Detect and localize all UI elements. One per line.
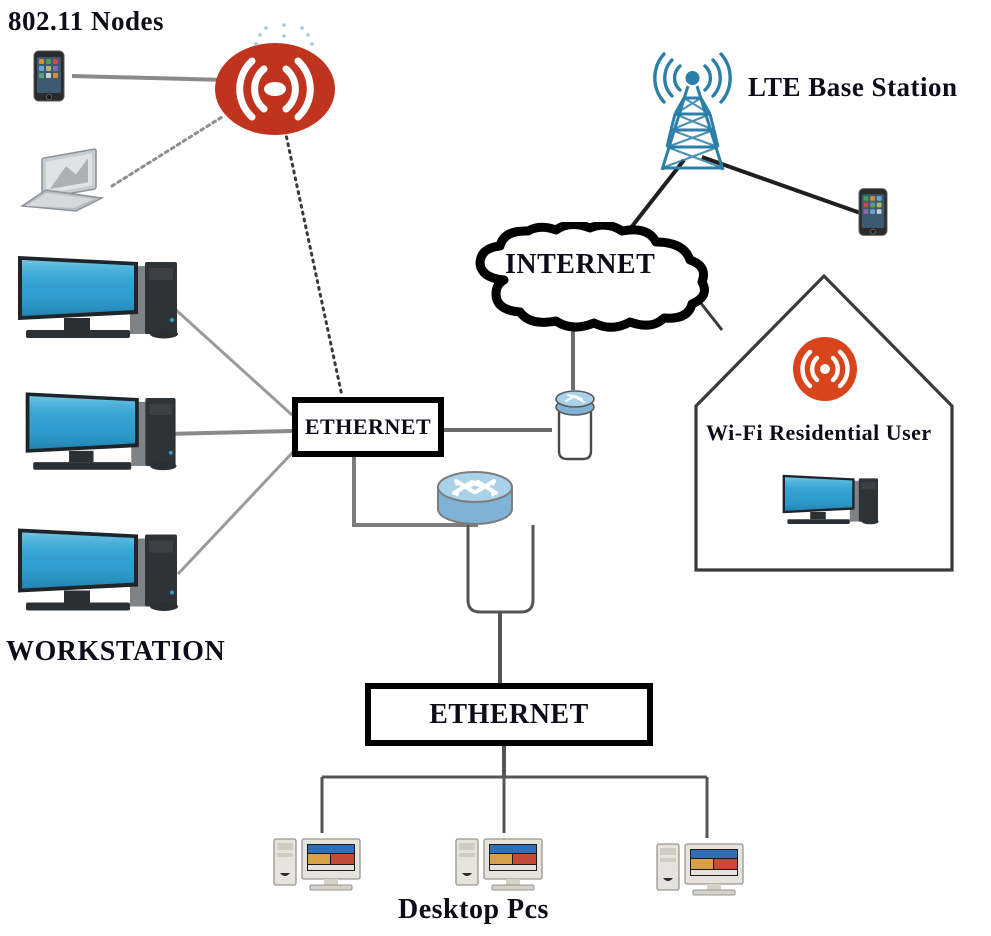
smartphone-icon xyxy=(858,186,888,243)
ethernet-top-label: ETHERNET xyxy=(304,414,432,439)
router-icon xyxy=(432,467,518,534)
router-icon xyxy=(548,385,602,468)
desktop-pc-icon xyxy=(454,833,549,898)
desktop-pc-icon xyxy=(655,838,750,903)
wifi-signal-icon xyxy=(792,336,858,407)
wifi-access-point-icon xyxy=(214,42,336,136)
laptop-icon xyxy=(10,142,110,217)
house-icon xyxy=(686,268,962,585)
internet-cloud-icon xyxy=(452,220,722,337)
desktop-pc-icon xyxy=(272,833,367,898)
workstation-computer-icon xyxy=(12,518,187,628)
link-ethernet-to-core-router xyxy=(352,457,478,527)
wifi-signal-dots-icon xyxy=(254,23,314,46)
label-desktop-pcs: Desktop Pcs xyxy=(398,894,549,925)
label-workstation: WORKSTATION xyxy=(6,636,226,667)
link-ws1-to-ethernet xyxy=(163,298,294,417)
link-core-router-bracket xyxy=(466,525,535,614)
link-ws3-to-ethernet xyxy=(176,450,295,576)
label-lte-base-station: LTE Base Station xyxy=(748,72,958,102)
label-wifi-residential-user: Wi-Fi Residential User xyxy=(706,420,932,445)
ethernet-segment-top: ETHERNET xyxy=(292,397,444,457)
ethernet-bottom-label: ETHERNET xyxy=(429,698,589,730)
workstation-computer-icon xyxy=(20,382,185,487)
link-cloud-to-house xyxy=(698,301,724,331)
workstation-computer-icon xyxy=(12,248,187,353)
workstation-computer-icon xyxy=(779,465,884,540)
link-ap-to-ethernet-top xyxy=(283,128,344,398)
smartphone-icon xyxy=(33,50,65,107)
link-lte-to-phone xyxy=(701,155,867,217)
link-phone-to-ap xyxy=(71,74,227,82)
label-802-11-nodes: 802.11 Nodes xyxy=(8,6,165,36)
link-laptop-to-ap xyxy=(110,115,224,188)
link-ws2-to-ethernet xyxy=(164,429,293,436)
lte-tower-icon xyxy=(640,42,745,187)
label-internet: INTERNET xyxy=(505,249,656,280)
ethernet-segment-bottom: ETHERNET xyxy=(365,683,653,746)
